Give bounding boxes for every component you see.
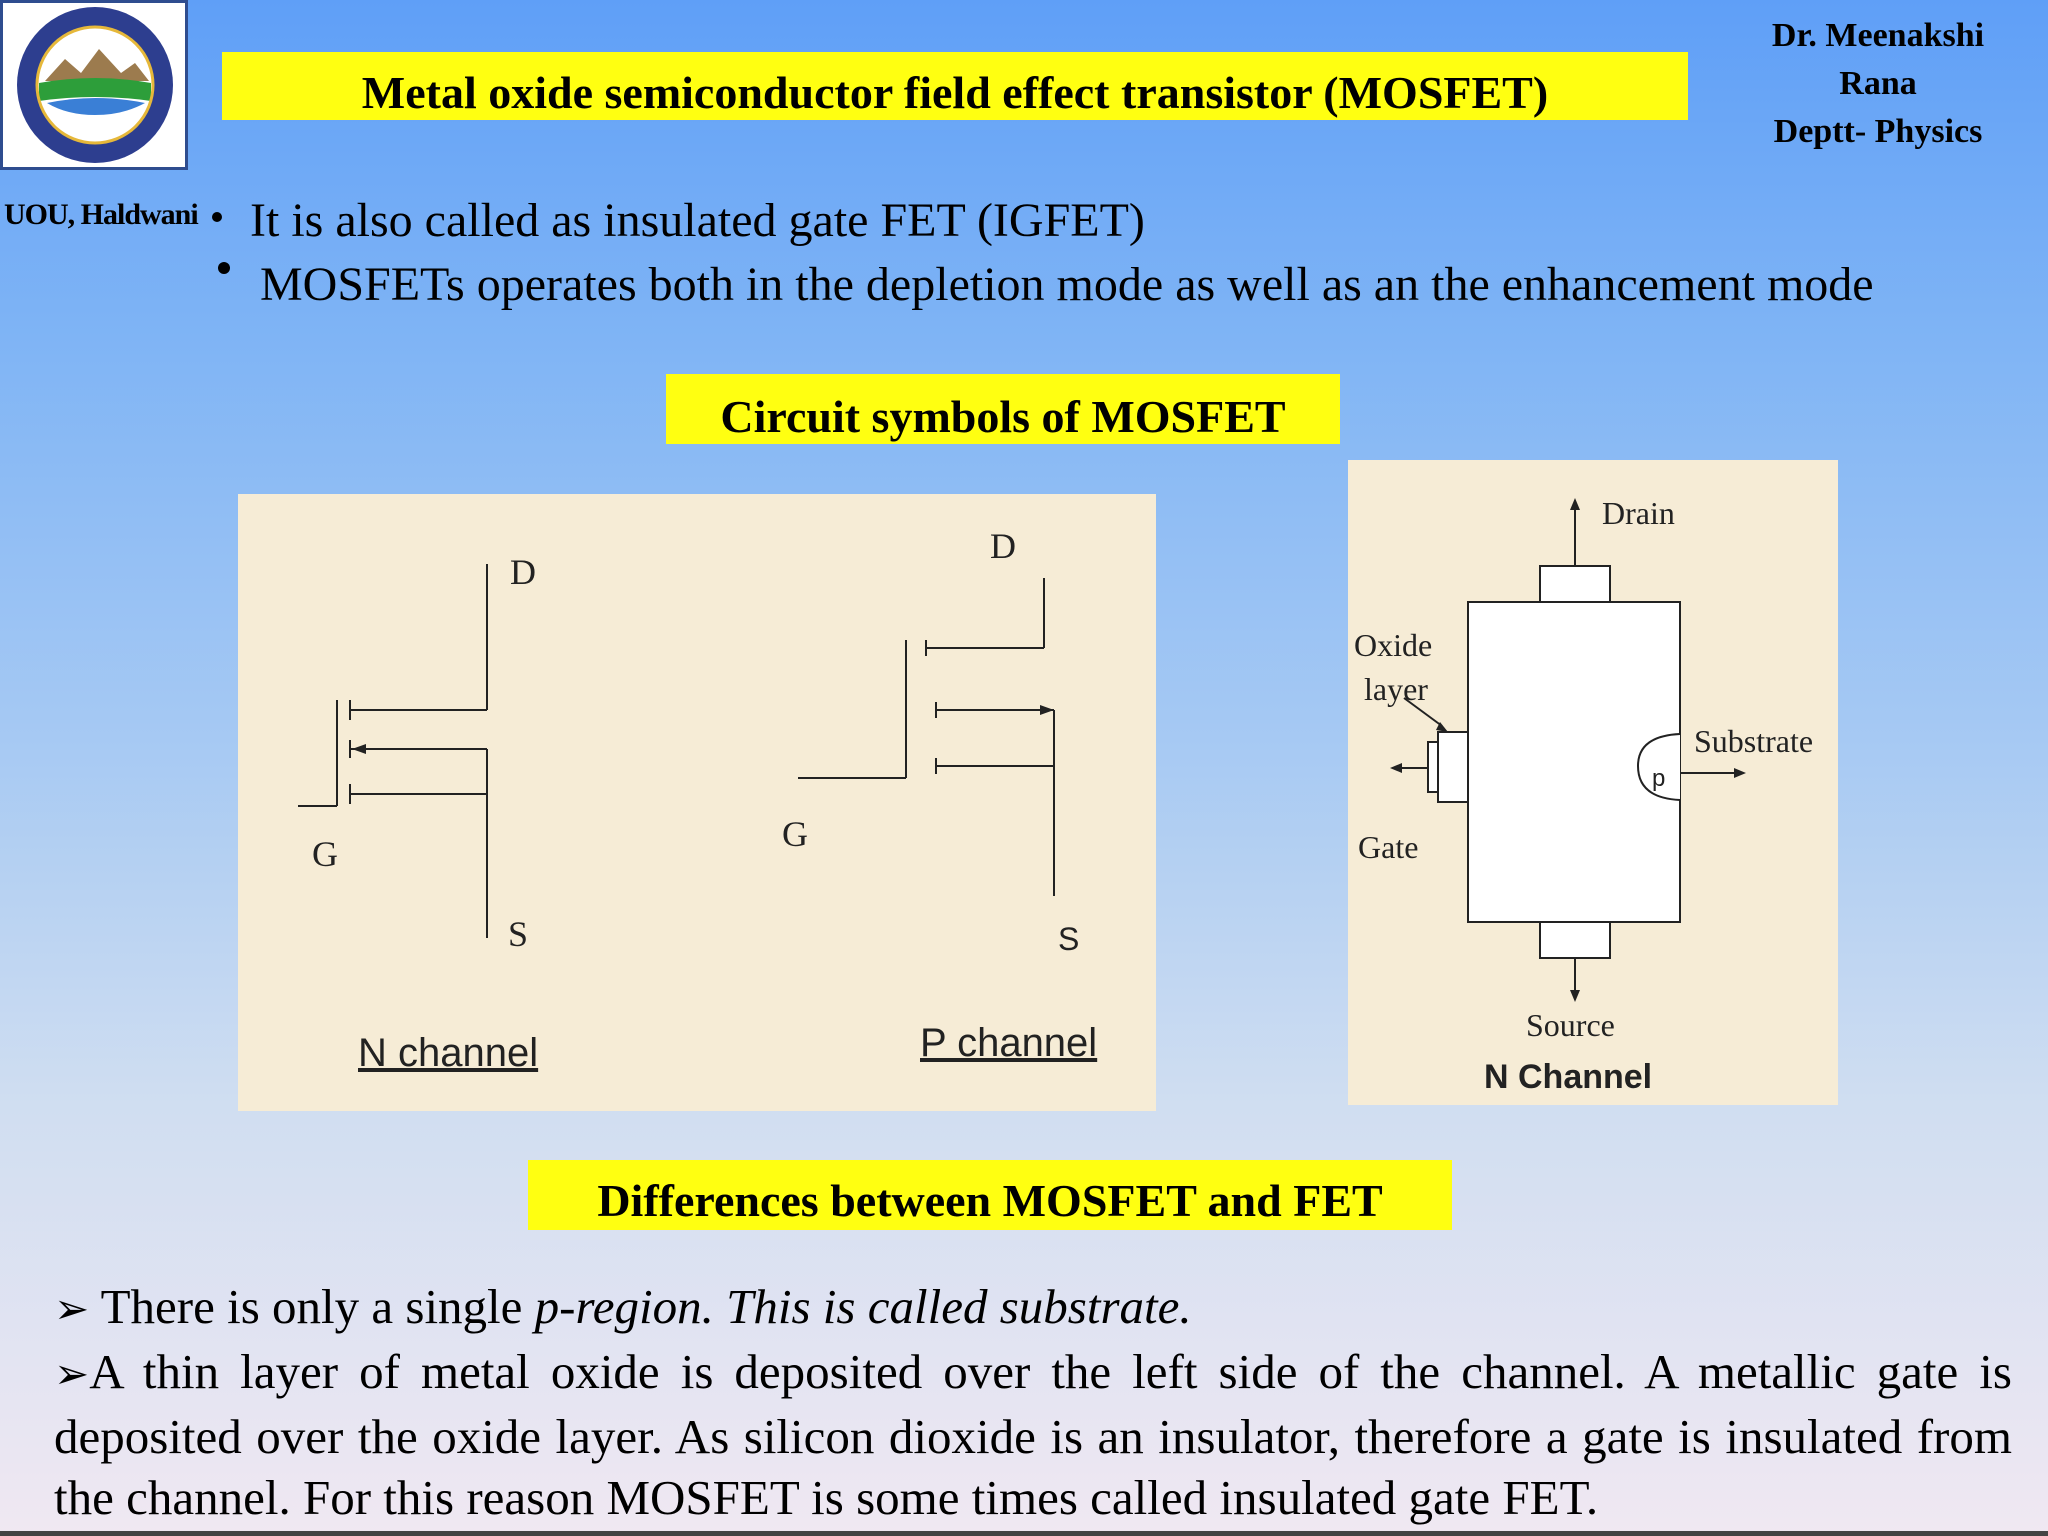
bullet-dot <box>218 262 230 274</box>
difference-text: A thin layer of metal oxide is deposited… <box>54 1344 2012 1525</box>
source-label: Source <box>1526 1007 1615 1043</box>
source-arrow-icon <box>1570 990 1580 1002</box>
substrate-arrow-icon <box>1734 768 1746 778</box>
section-heading-symbols: Circuit symbols of MOSFET <box>666 374 1340 444</box>
gate-arrow-icon <box>1390 763 1402 773</box>
p-channel-caption: P channel <box>920 1021 1097 1065</box>
differences-list: ➢ There is only a single p-region. This … <box>54 1276 2012 1528</box>
drain-arrow-icon <box>1570 498 1580 510</box>
n-arrow-icon <box>352 744 366 754</box>
author-line: Rana <box>1839 65 1917 102</box>
p-source-label: S <box>1058 921 1079 957</box>
logo-emblem-icon <box>17 7 173 163</box>
p-region-label: p <box>1652 765 1665 792</box>
oxide-label: Oxide <box>1354 627 1432 663</box>
slide-title: Metal oxide semiconductor field effect t… <box>222 52 1688 120</box>
section-heading-differences: Differences between MOSFET and FET <box>528 1160 1452 1230</box>
n-channel-structure-caption: N Channel <box>1484 1058 1652 1096</box>
bullet-dot <box>212 212 222 222</box>
intro-bullet-text: MOSFETs operates both in the depletion m… <box>260 258 1874 311</box>
gate-label: Gate <box>1358 829 1418 865</box>
source-contact <box>1539 921 1611 959</box>
p-gate-label: G <box>782 814 808 854</box>
n-source-label: S <box>508 914 528 954</box>
circuit-symbols-figure: D G S N channel D G S P channel <box>238 494 1156 1111</box>
mosfet-structure-diagram: Drain Oxide layer Substrate p Gate Sourc… <box>1354 495 1813 1096</box>
difference-item: ➢ There is only a single p-region. This … <box>54 1276 2012 1341</box>
university-logo <box>0 0 188 170</box>
drain-contact <box>1539 565 1611 603</box>
author-line: Deptt- Physics <box>1773 113 1983 150</box>
institution-label: UOU, Haldwani <box>4 198 199 231</box>
substrate-label: Substrate <box>1694 723 1813 759</box>
bottom-divider <box>0 1531 2048 1536</box>
difference-text-italic: p-region. This is called substrate. <box>534 1279 1192 1334</box>
n-gate-label: G <box>312 834 338 874</box>
drain-label: Drain <box>1602 495 1675 531</box>
p-substrate-region <box>1636 733 1681 801</box>
gate-plate <box>1427 741 1439 793</box>
p-drain-label: D <box>990 526 1016 566</box>
mosfet-symbols-diagram: D G S N channel D G S P channel <box>298 526 1097 1075</box>
n-channel-caption: N channel <box>358 1031 538 1075</box>
oxide-pointer-icon <box>1436 722 1448 732</box>
oxide-layer <box>1437 731 1469 803</box>
p-arrow-icon <box>1040 705 1054 715</box>
n-channel-structure-figure: Drain Oxide layer Substrate p Gate Sourc… <box>1348 460 1838 1105</box>
intro-line: It is also called as insulated gate FET … <box>250 194 1145 247</box>
difference-item: ➢A thin layer of metal oxide is deposite… <box>54 1341 2012 1528</box>
n-drain-label: D <box>510 552 536 592</box>
author-block: Dr. Meenakshi Rana Deptt- Physics <box>1748 12 2008 156</box>
author-line: Dr. Meenakshi <box>1771 17 1985 54</box>
arrow-bullet-icon: ➢ <box>54 1287 90 1333</box>
oxide-label: layer <box>1364 671 1428 707</box>
arrow-bullet-icon: ➢ <box>54 1352 90 1398</box>
difference-text: There is only a single <box>100 1279 535 1334</box>
